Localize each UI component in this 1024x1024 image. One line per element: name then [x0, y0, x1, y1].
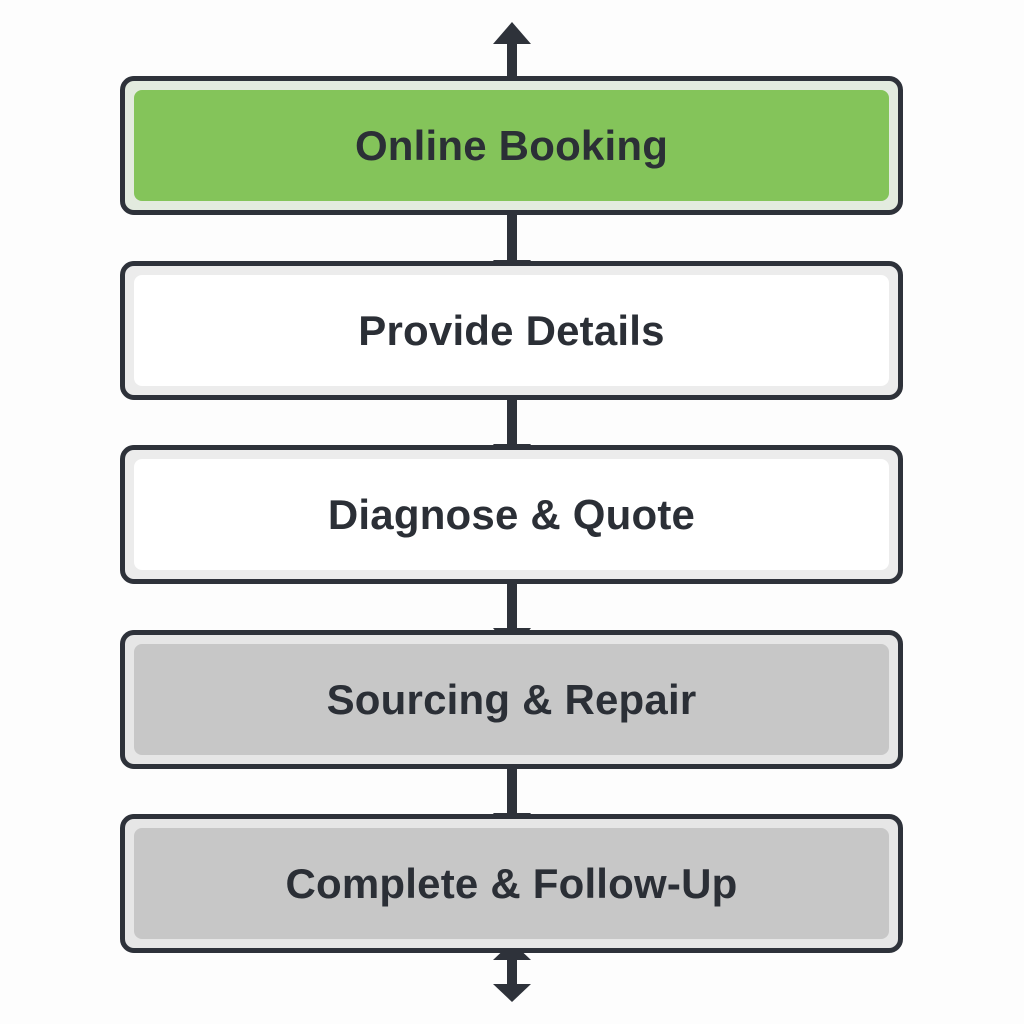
step-box-fill: Sourcing & Repair: [134, 644, 889, 755]
step-label: Provide Details: [358, 306, 665, 354]
step-online-booking: Online Booking: [120, 76, 903, 215]
step-label: Complete & Follow-Up: [285, 859, 738, 907]
step-label: Diagnose & Quote: [327, 490, 696, 538]
step-label: Sourcing & Repair: [326, 675, 697, 723]
step-sourcing-and-repair: Sourcing & Repair: [120, 630, 903, 769]
step-box-fill: Online Booking: [134, 90, 889, 201]
step-diagnose-and-quote: Diagnose & Quote: [120, 445, 903, 584]
step-box-fill: Provide Details: [134, 275, 889, 386]
step-box-fill: Diagnose & Quote: [134, 459, 889, 570]
step-label: Online Booking: [354, 121, 669, 169]
step-box-fill: Complete & Follow-Up: [134, 828, 889, 939]
step-complete-and-follow-up: Complete & Follow-Up: [120, 814, 903, 953]
step-provide-details: Provide Details: [120, 261, 903, 400]
